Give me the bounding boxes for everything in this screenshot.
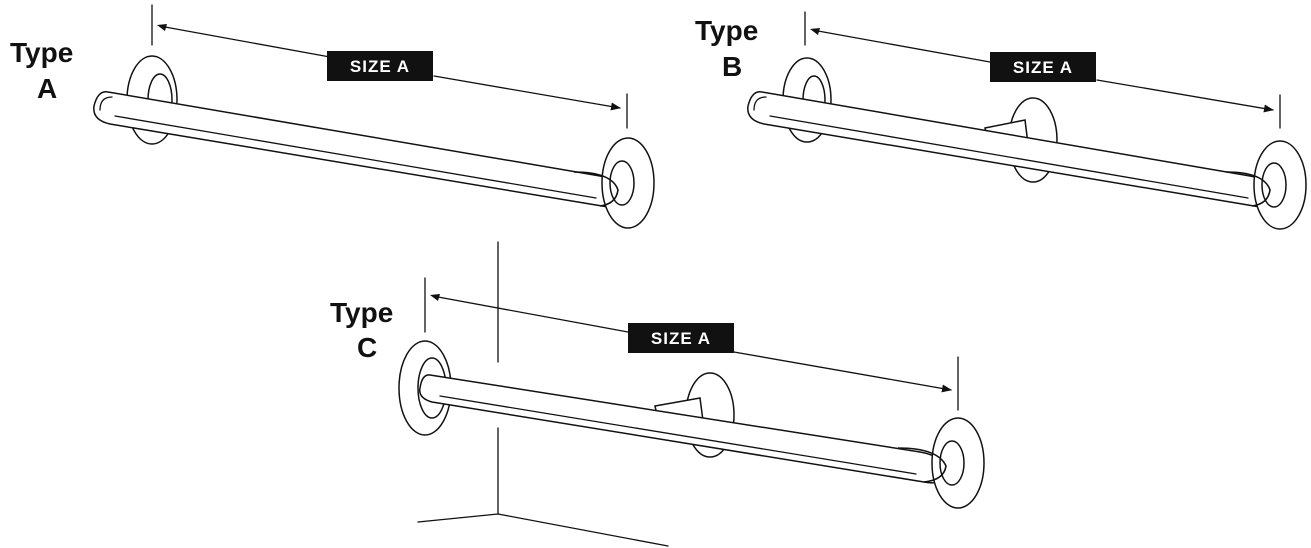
type-c-size-tag xyxy=(628,323,734,353)
type-c-bar-bend-right xyxy=(897,447,947,483)
type-a-size-tag xyxy=(327,51,433,81)
type-c-right-flange-inner xyxy=(939,440,965,486)
type-c-arrowhead-left xyxy=(430,294,440,301)
type-b-letter: B xyxy=(722,51,742,82)
type-a-bar-bend-right xyxy=(573,171,619,207)
type-c-letter: C xyxy=(357,332,377,363)
type-b-size-tag xyxy=(990,52,1096,82)
type-b-size-label: SIZE A xyxy=(1013,58,1073,77)
type-c-bar xyxy=(419,374,947,484)
type-b-dimension-line-right xyxy=(1096,79,1274,113)
type-a-diagram: Type A SIZE A xyxy=(10,4,655,229)
type-c-size-label: SIZE A xyxy=(651,329,711,348)
type-a-dimension-line-left xyxy=(164,26,331,58)
type-a-letter: A xyxy=(37,73,57,104)
floor-line-right xyxy=(497,513,669,547)
type-b-bar-end-left xyxy=(753,96,767,111)
type-a-word: Type xyxy=(10,37,73,68)
type-b-diagram: Type B SIZE A xyxy=(695,11,1307,230)
floor-line-left xyxy=(417,513,499,523)
type-b-dimension-line-left xyxy=(817,30,991,63)
type-a-size-label: SIZE A xyxy=(350,57,410,76)
type-a-right-flange-inner xyxy=(609,160,635,206)
type-c-bar-highlight xyxy=(439,395,917,475)
type-c-dimension-line-left xyxy=(437,296,629,333)
type-b-arrowhead-left xyxy=(810,28,820,35)
type-b-word: Type xyxy=(695,15,758,46)
type-c-diagram: Type C SIZE A xyxy=(330,241,985,547)
type-b-bar-highlight xyxy=(769,115,1249,199)
type-a-arrowhead-left xyxy=(157,24,167,31)
type-a-dimension-line-right xyxy=(433,75,621,111)
type-b-bar-bend-right xyxy=(1225,171,1271,207)
type-a-bar-highlight xyxy=(114,115,597,199)
type-a-bar-end-left xyxy=(99,96,113,111)
type-c-word: Type xyxy=(330,297,393,328)
type-c-dimension-line-right xyxy=(733,351,952,393)
